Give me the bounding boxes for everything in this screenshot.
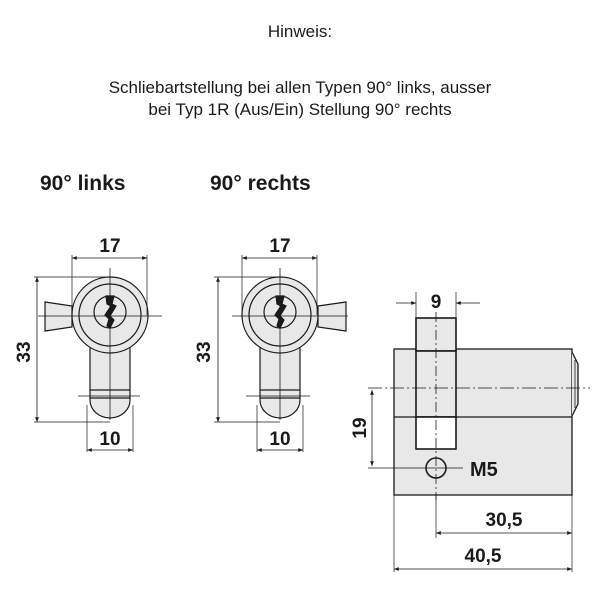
note-text-line-1: Schliebartstellung bei allen Typen 90° l… — [108, 78, 492, 97]
dim-10-right: 10 — [269, 429, 290, 450]
dim-33-left: 33 — [14, 341, 35, 362]
dim-17-right: 17 — [269, 236, 290, 257]
dim-40-5: 40,5 — [465, 546, 502, 567]
dim-30-5: 30,5 — [486, 510, 523, 531]
screw-label-m5: M5 — [470, 459, 498, 481]
label-90-links: 90° links — [40, 172, 126, 195]
dim-19: 19 — [350, 417, 371, 438]
note-title: Hinweis: — [267, 22, 333, 41]
dim-9: 9 — [431, 292, 442, 313]
dim-17-left: 17 — [99, 236, 120, 257]
front-view-90-links — [34, 255, 162, 452]
cam-lever-left — [44, 301, 73, 332]
front-view-90-rechts — [214, 255, 348, 452]
side-view — [368, 292, 590, 572]
dim-33-right: 33 — [194, 341, 215, 362]
dim-10-left: 10 — [99, 429, 120, 450]
cam-lever-right — [317, 301, 347, 332]
label-90-rechts: 90° rechts — [210, 172, 311, 195]
note-text-line-2: bei Typ 1R (Aus/Ein) Stellung 90° rechts — [148, 100, 452, 119]
